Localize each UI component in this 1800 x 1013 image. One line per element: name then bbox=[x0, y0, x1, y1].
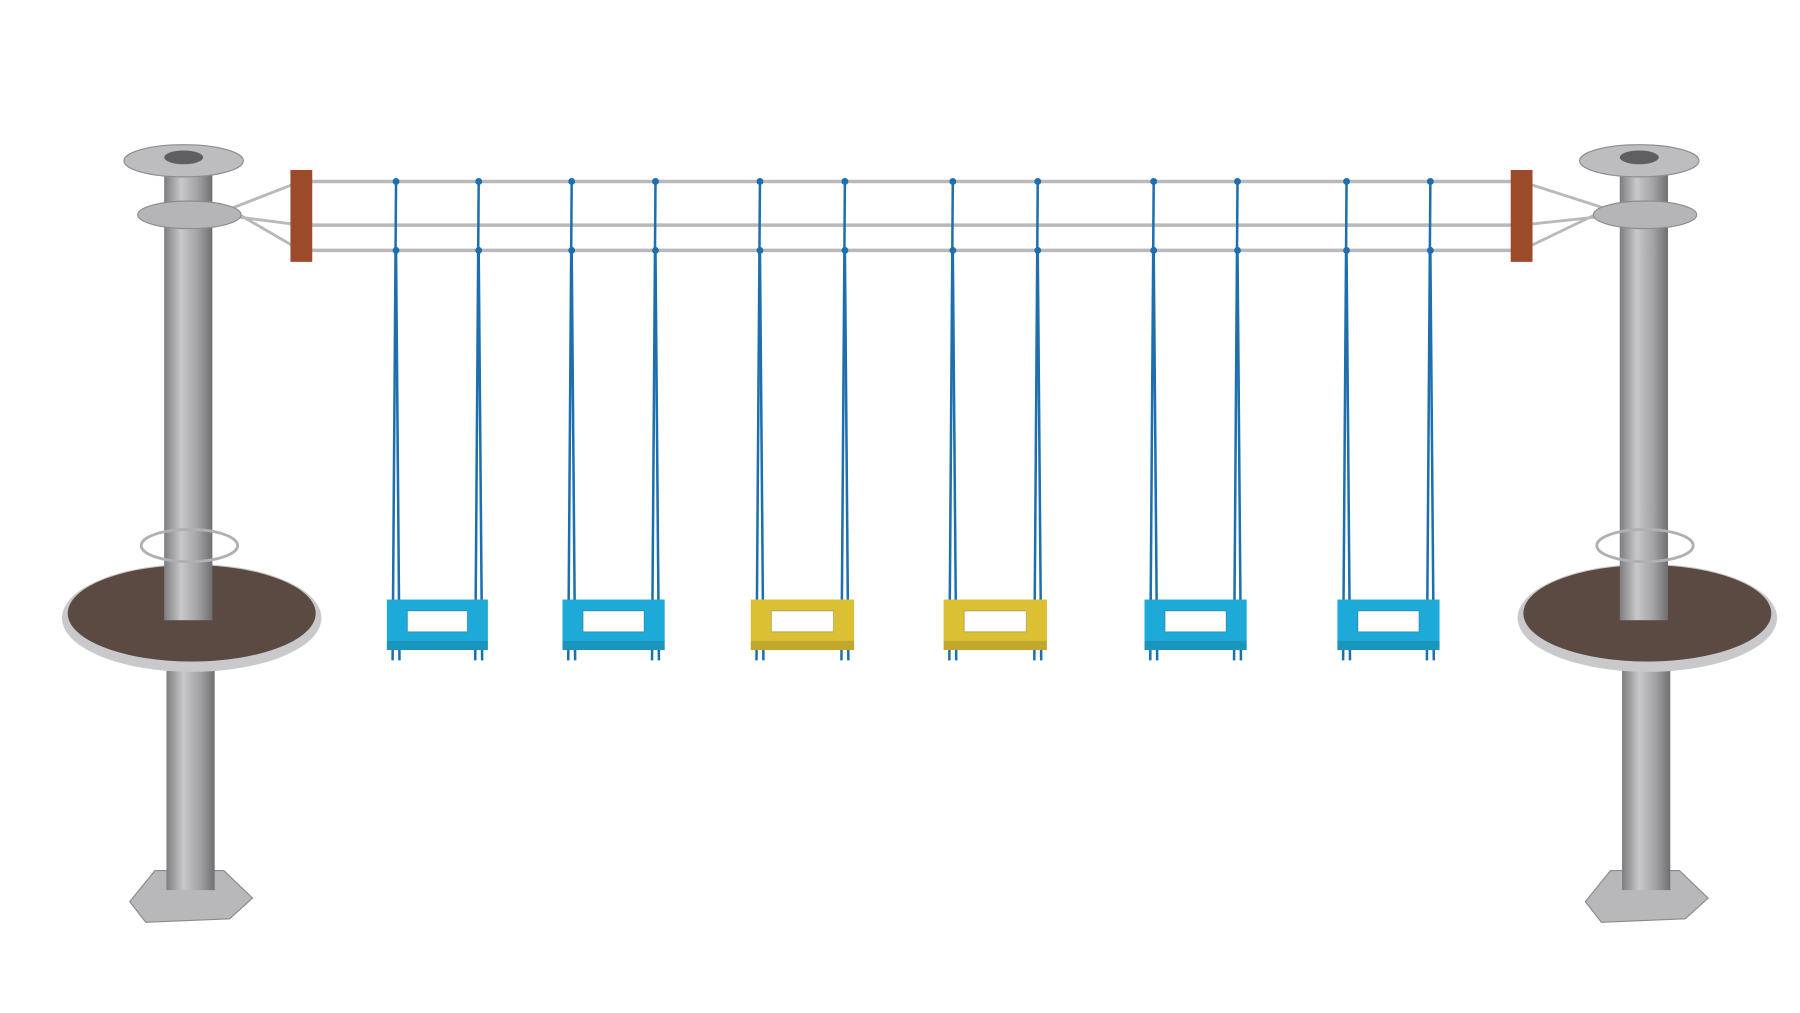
cables bbox=[226, 169, 1612, 262]
swings bbox=[386, 178, 1440, 661]
rope-clamp bbox=[756, 178, 764, 185]
handhold-ring bbox=[1595, 528, 1695, 564]
swing-seat-5 bbox=[1144, 178, 1247, 661]
rope-clamp bbox=[1343, 178, 1350, 185]
rope bbox=[1036, 250, 1043, 661]
rope-clamp bbox=[841, 246, 849, 254]
cable-flange bbox=[137, 200, 242, 230]
rope bbox=[570, 250, 577, 661]
rope-clamp bbox=[1150, 246, 1158, 254]
rope-clamp bbox=[1150, 178, 1158, 185]
seat-opening bbox=[770, 610, 834, 633]
right-pole-assembly bbox=[1517, 144, 1778, 923]
rope-clamp bbox=[652, 246, 659, 254]
rope-clamp bbox=[1426, 246, 1434, 254]
rope-clamp bbox=[756, 246, 764, 254]
rope-clamp bbox=[392, 246, 400, 254]
swing-seat-6 bbox=[1337, 178, 1440, 661]
seat-opening bbox=[1357, 610, 1420, 633]
seat-shadow bbox=[386, 640, 488, 651]
swing-seat-1 bbox=[386, 178, 488, 661]
base-flange bbox=[1584, 870, 1710, 923]
rope bbox=[654, 250, 661, 661]
swing-seat-3 bbox=[750, 178, 855, 661]
rope-clamp bbox=[1234, 246, 1241, 254]
rope bbox=[1152, 250, 1159, 661]
rope-clamp bbox=[392, 178, 400, 185]
rope-clamp bbox=[568, 246, 576, 254]
right-wood-plate bbox=[1510, 169, 1533, 262]
rope bbox=[843, 250, 850, 661]
rope bbox=[477, 250, 484, 661]
rope-clamp bbox=[568, 178, 576, 185]
rope-clamp bbox=[949, 246, 957, 254]
top-hole bbox=[1619, 150, 1659, 165]
base-flange bbox=[128, 870, 254, 923]
seat-opening bbox=[963, 610, 1027, 633]
seat-shadow bbox=[1337, 640, 1440, 651]
seat-opening bbox=[1164, 610, 1227, 633]
pole-upper bbox=[1619, 160, 1668, 621]
seat-opening bbox=[406, 610, 468, 633]
pole-upper bbox=[164, 160, 213, 621]
rope bbox=[1429, 250, 1436, 661]
left-pole-assembly bbox=[61, 144, 322, 923]
rope-clamp bbox=[1034, 178, 1042, 185]
swing-seat-2 bbox=[562, 178, 665, 661]
rope-clamp bbox=[1034, 246, 1042, 254]
rope-clamp bbox=[475, 246, 483, 254]
seat-shadow bbox=[750, 640, 855, 651]
poles bbox=[61, 144, 1778, 923]
seat-shadow bbox=[943, 640, 1047, 651]
rope-clamp bbox=[1234, 178, 1241, 185]
seat-shadow bbox=[562, 640, 665, 651]
cable-flange bbox=[1592, 200, 1698, 230]
swing-seat-4 bbox=[943, 178, 1047, 661]
handhold-ring bbox=[139, 528, 240, 564]
pole-lower bbox=[166, 643, 215, 891]
rope bbox=[951, 250, 958, 661]
rope-clamp bbox=[949, 178, 957, 185]
rope-clamp bbox=[475, 178, 483, 185]
rope-clamp bbox=[1343, 246, 1350, 254]
rope bbox=[394, 250, 401, 661]
top-hole bbox=[164, 150, 204, 165]
seat-opening bbox=[582, 610, 645, 633]
left-wood-plate bbox=[290, 169, 313, 262]
rope bbox=[1345, 250, 1352, 661]
rope bbox=[1236, 250, 1243, 661]
rope-clamp bbox=[652, 178, 659, 185]
pole-lower bbox=[1622, 643, 1671, 891]
rope bbox=[758, 250, 765, 661]
rope-clamp bbox=[841, 178, 849, 185]
seat-shadow bbox=[1144, 640, 1247, 651]
rope-clamp bbox=[1426, 178, 1434, 185]
